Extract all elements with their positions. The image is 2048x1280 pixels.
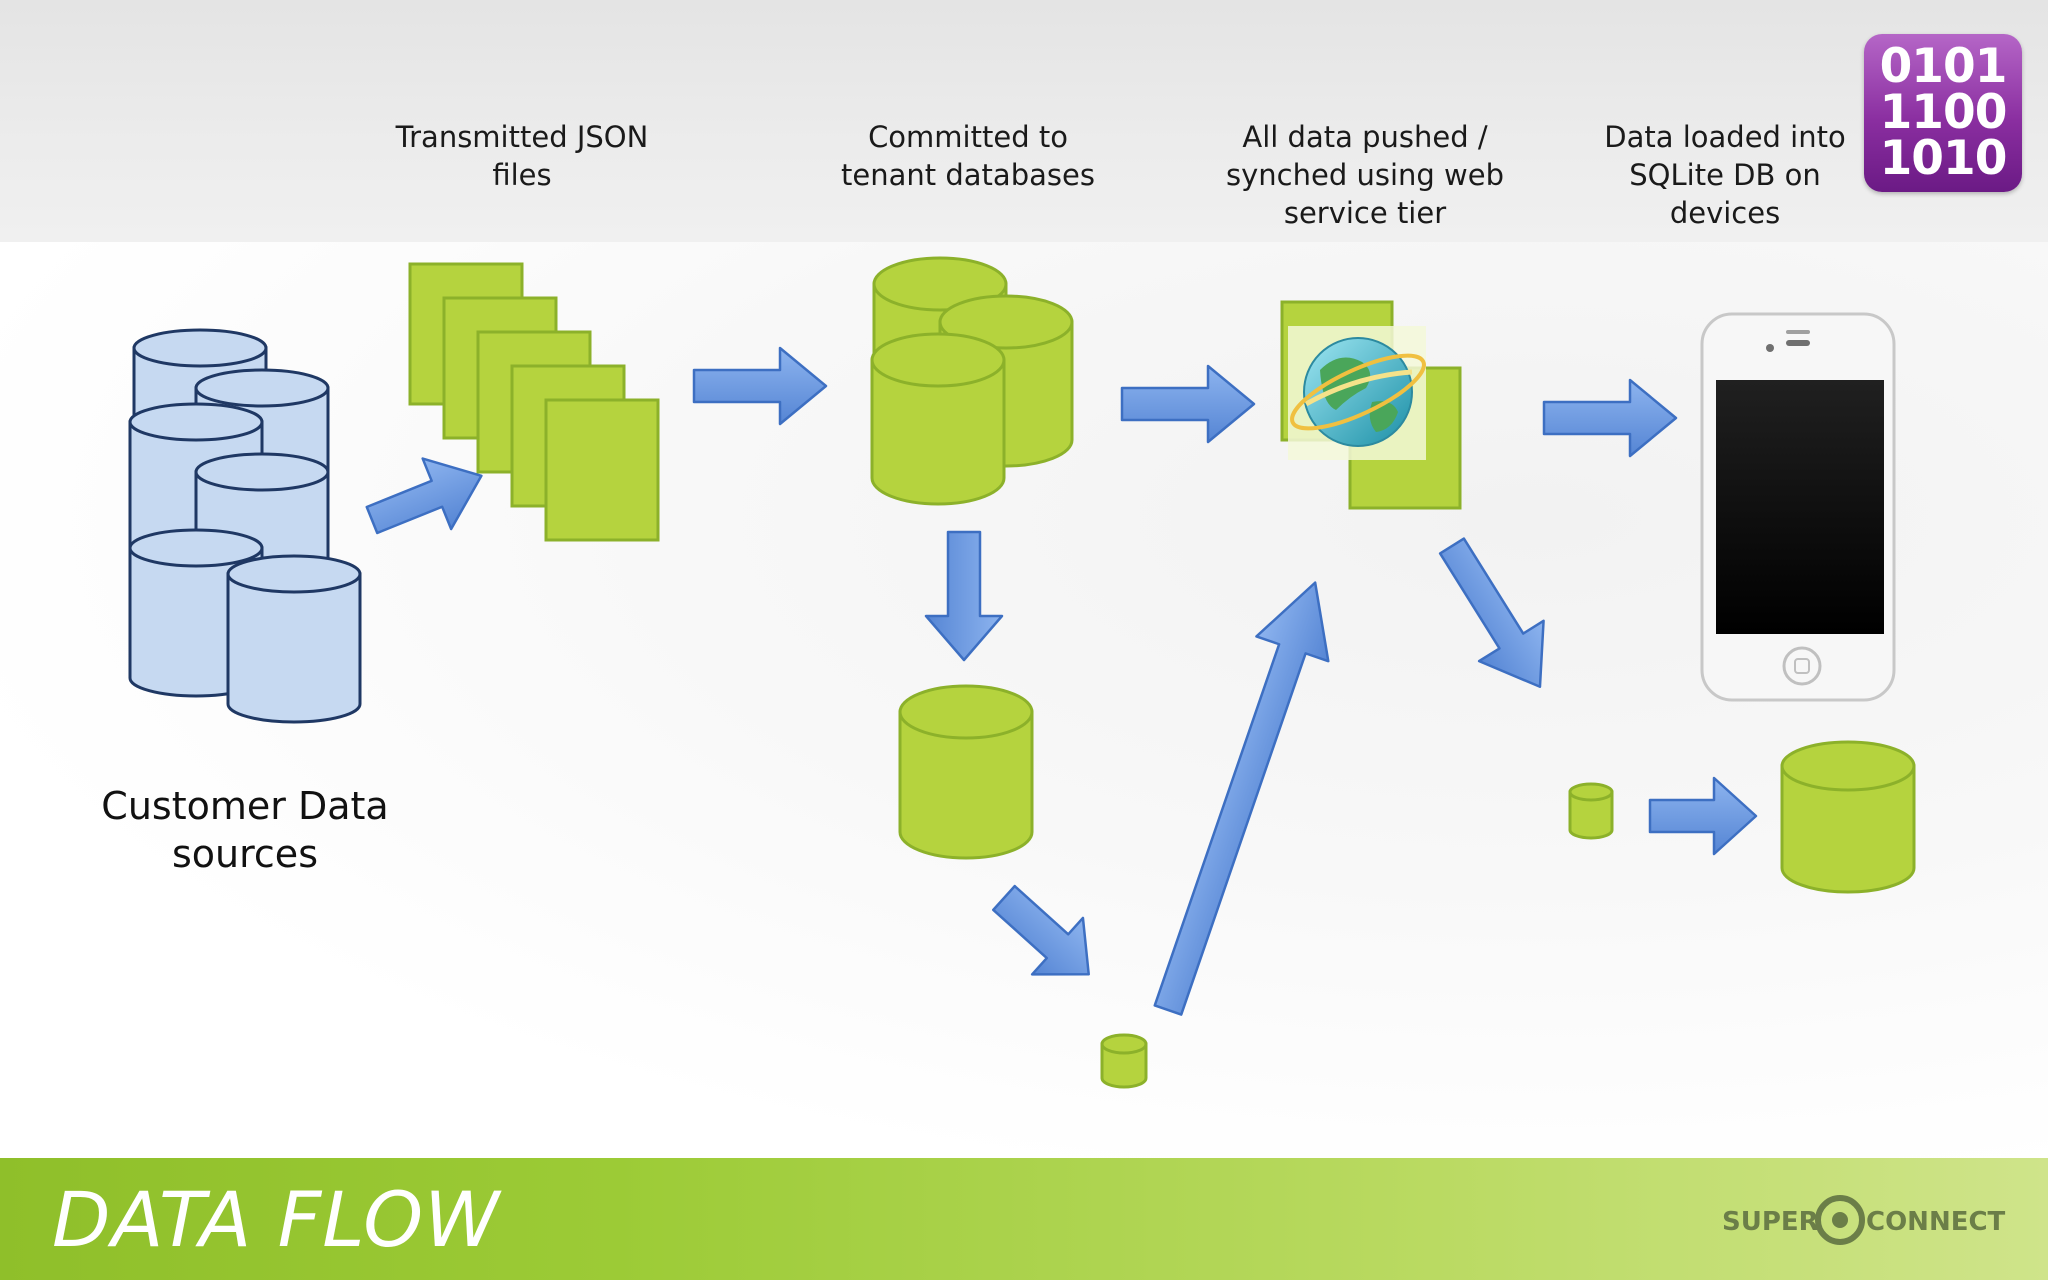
arrow-web-to-device bbox=[1542, 378, 1678, 458]
small-database-icon bbox=[1100, 1033, 1148, 1089]
flow-arrows bbox=[365, 346, 1758, 1016]
brand-mark-icon bbox=[1815, 1195, 1865, 1245]
step-label-web-service-tier: All data pushed / synched using web serv… bbox=[1226, 120, 1504, 230]
arrow-small-to-device-db bbox=[1648, 776, 1758, 856]
arrow-tenant-to-web bbox=[1120, 364, 1256, 444]
tenant-databases-icon bbox=[870, 256, 1074, 506]
small-device-database-icon bbox=[1568, 782, 1614, 840]
step-label-tenant-databases: Committed to tenant databases bbox=[841, 120, 1095, 192]
web-service-icon bbox=[1280, 300, 1462, 510]
binary-line: 1010 bbox=[1879, 131, 2008, 186]
header-band bbox=[0, 0, 2048, 242]
database-icon bbox=[898, 684, 1034, 860]
footer-band bbox=[0, 1158, 2048, 1280]
brand-left-text: SUPER bbox=[1722, 1207, 1819, 1237]
device-database-icon bbox=[1780, 740, 1916, 894]
arrow-tenant-down bbox=[924, 530, 1004, 662]
arrow-db-to-small bbox=[992, 884, 1090, 976]
step-label-sqlite-devices: Data loaded into SQLite DB on devices bbox=[1604, 120, 1846, 230]
slide-title: DATA FLOW bbox=[52, 1175, 501, 1264]
step-label-json-files: Transmitted JSON files bbox=[395, 120, 649, 192]
data-flow-diagram bbox=[128, 256, 1916, 1089]
arrow-web-down-to-small bbox=[1438, 537, 1545, 689]
database-stack-icon bbox=[128, 328, 362, 724]
binary-line: 1100 bbox=[1879, 85, 2008, 140]
brand-logo-icon: SUPER CONNECT bbox=[1722, 1195, 2006, 1245]
globe-icon bbox=[1290, 337, 1426, 447]
customer-data-sources-label: Customer Data sources bbox=[101, 784, 389, 876]
arrow-sources-to-json bbox=[365, 457, 483, 535]
brand-right-text: CONNECT bbox=[1866, 1207, 2006, 1237]
arrow-small-up-to-web bbox=[1153, 581, 1330, 1016]
smartphone-icon bbox=[1700, 312, 1896, 702]
arrow-json-to-tenant bbox=[692, 346, 828, 426]
binary-icon: 0101 1100 1010 bbox=[1864, 34, 2022, 192]
json-files-icon bbox=[408, 262, 660, 542]
binary-line: 0101 bbox=[1879, 39, 2008, 94]
